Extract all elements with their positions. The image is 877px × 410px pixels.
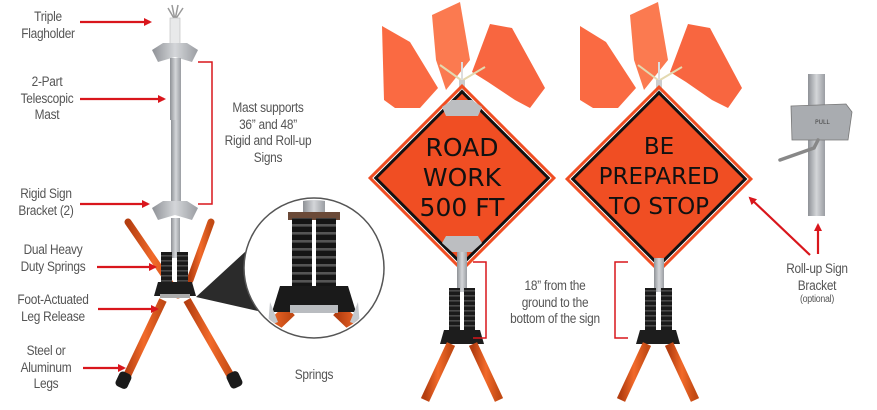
dimension-brackets — [198, 61, 628, 339]
label-telescopic-mast: 2-Part Telescopic Mast — [20, 74, 74, 122]
stand-left — [115, 4, 243, 389]
arrows — [80, 18, 822, 372]
label-legs: Steel or Aluminum Legs — [20, 343, 72, 391]
sign1-line2: WORK — [423, 163, 502, 192]
sign2-line2: PREPARED — [599, 164, 720, 190]
be-prepared-sign-assembly: BE PREPARED TO STOP — [564, 2, 754, 402]
sign2-line1: BE — [644, 134, 674, 160]
ground-bracket-left — [473, 261, 487, 339]
label-springs-callout: Springs — [294, 367, 334, 382]
ground-bracket-right — [614, 261, 628, 339]
sign2-line3: TO STOP — [608, 194, 709, 220]
arrow-rollup-sign — [748, 196, 811, 256]
mast-bracket — [198, 61, 213, 205]
springs-callout — [196, 197, 385, 339]
label-leg-release: Foot-Actuated Leg Release — [17, 292, 89, 324]
sign1-line1: ROAD — [426, 133, 499, 162]
label-dual-springs: Dual Heavy Duty Springs — [20, 242, 86, 274]
sign1-line3: 500 FT — [420, 193, 506, 222]
road-work-sign-assembly: ROAD WORK 500 FT — [367, 2, 557, 402]
label-mast-supports: Mast supports 36” and 48” Rigid and Roll… — [224, 100, 312, 165]
label-rollup-bracket: Roll-up Sign Bracket (optional) — [786, 261, 848, 305]
label-ground-clearance: 18” from the ground to the bottom of the… — [510, 278, 600, 326]
label-rigid-sign-bracket: Rigid Sign Bracket (2) — [18, 186, 74, 218]
label-triple-flagholder: Triple Flagholder — [21, 9, 75, 41]
rollup-bracket-image: PULL — [778, 74, 853, 216]
bracket-pull-text: PULL — [815, 119, 830, 126]
